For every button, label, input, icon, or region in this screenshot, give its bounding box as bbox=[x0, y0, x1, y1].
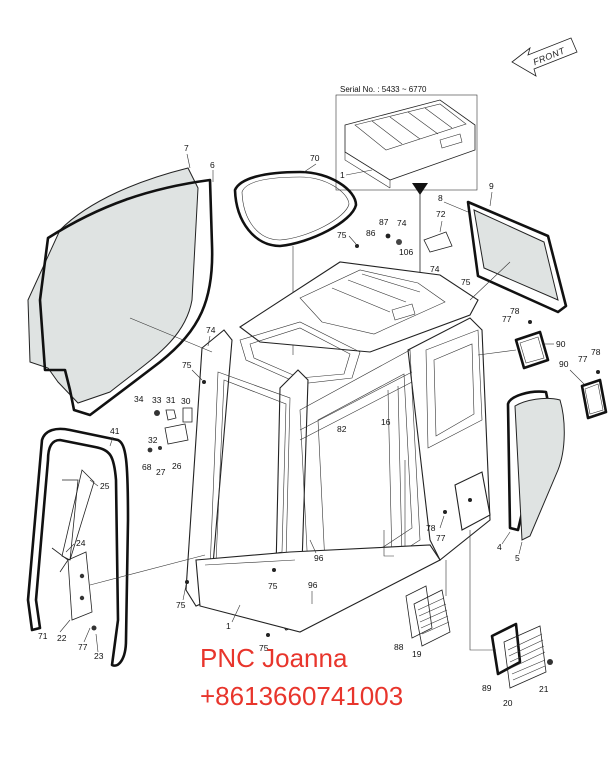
callout-20: 20 bbox=[503, 698, 513, 708]
callout-75-rear: 75 bbox=[461, 277, 471, 287]
small-window-lower bbox=[580, 378, 608, 420]
callout-96-a: 96 bbox=[314, 553, 324, 563]
callout-77-wiper: 77 bbox=[78, 642, 88, 652]
callout-34: 34 bbox=[134, 394, 144, 404]
callout-8: 8 bbox=[438, 193, 443, 203]
callout-1-inset: 1 bbox=[340, 170, 345, 180]
vent-filter-20 bbox=[490, 622, 553, 689]
callout-77-lower: 77 bbox=[578, 354, 588, 364]
roof-glass-seal bbox=[233, 170, 358, 248]
callout-86: 86 bbox=[366, 228, 376, 238]
callout-7: 7 bbox=[184, 143, 189, 153]
door-glass bbox=[506, 390, 565, 541]
callout-22: 22 bbox=[57, 633, 67, 643]
latch-assembly bbox=[147, 407, 193, 453]
callout-77-upper: 77 bbox=[502, 314, 512, 324]
callout-78-lower: 78 bbox=[591, 347, 601, 357]
callout-16: 16 bbox=[381, 417, 391, 427]
callout-32: 32 bbox=[148, 435, 158, 445]
callout-25: 25 bbox=[100, 481, 110, 491]
callout-21: 21 bbox=[539, 684, 549, 694]
callout-27: 27 bbox=[156, 467, 166, 477]
contact-phone: +8613660741003 bbox=[200, 681, 404, 711]
callout-75-bottom-left: 75 bbox=[176, 600, 186, 610]
callout-9: 9 bbox=[489, 181, 494, 191]
callout-23: 23 bbox=[94, 651, 104, 661]
serial-label: Serial No. : 5433 ~ 6770 bbox=[340, 85, 427, 94]
callout-31: 31 bbox=[166, 395, 176, 405]
callout-75-pillar: 75 bbox=[182, 360, 192, 370]
callout-24: 24 bbox=[76, 538, 86, 548]
callout-74-left: 74 bbox=[206, 325, 216, 335]
small-window-upper bbox=[514, 330, 550, 370]
callout-82: 82 bbox=[337, 424, 347, 434]
callout-5: 5 bbox=[515, 553, 520, 563]
front-label: FRONT bbox=[532, 45, 568, 67]
callout-77-door: 77 bbox=[436, 533, 446, 543]
callout-75-roof: 75 bbox=[337, 230, 347, 240]
callout-72: 72 bbox=[436, 209, 446, 219]
callout-90-lower: 90 bbox=[559, 359, 569, 369]
callout-78-upper: 78 bbox=[510, 306, 520, 316]
left-side-glass bbox=[27, 167, 214, 417]
callout-30: 30 bbox=[181, 396, 191, 406]
callout-70: 70 bbox=[310, 153, 320, 163]
rear-glass bbox=[466, 200, 568, 314]
callout-74-roof: 74 bbox=[397, 218, 407, 228]
callout-71: 71 bbox=[38, 631, 48, 641]
inset-pointer-icon bbox=[412, 183, 428, 195]
callout-6: 6 bbox=[210, 160, 215, 170]
callout-68: 68 bbox=[142, 462, 152, 472]
callout-96-b: 96 bbox=[308, 580, 318, 590]
callout-33: 33 bbox=[152, 395, 162, 405]
callout-4: 4 bbox=[497, 542, 502, 552]
front-window-seal bbox=[26, 427, 130, 667]
callout-74-rear: 74 bbox=[430, 264, 440, 274]
callout-26: 26 bbox=[172, 461, 182, 471]
contact-name: PNC Joanna bbox=[200, 643, 348, 673]
callout-1: 1 bbox=[226, 621, 231, 631]
callout-87: 87 bbox=[379, 217, 389, 227]
callout-75-bottom: 75 bbox=[259, 643, 269, 653]
callout-89: 89 bbox=[482, 683, 492, 693]
callout-75-mid: 75 bbox=[268, 581, 278, 591]
callout-90-upper: 90 bbox=[556, 339, 566, 349]
wiper-assembly bbox=[51, 469, 97, 631]
front-direction-arrow: FRONT bbox=[511, 37, 578, 77]
callout-19: 19 bbox=[412, 649, 422, 659]
callout-78-door: 78 bbox=[426, 523, 436, 533]
callout-41: 41 bbox=[110, 426, 120, 436]
vent-filter-19 bbox=[405, 585, 451, 647]
callout-88: 88 bbox=[394, 642, 404, 652]
callout-106: 106 bbox=[399, 247, 413, 257]
cab-frame bbox=[185, 261, 491, 633]
